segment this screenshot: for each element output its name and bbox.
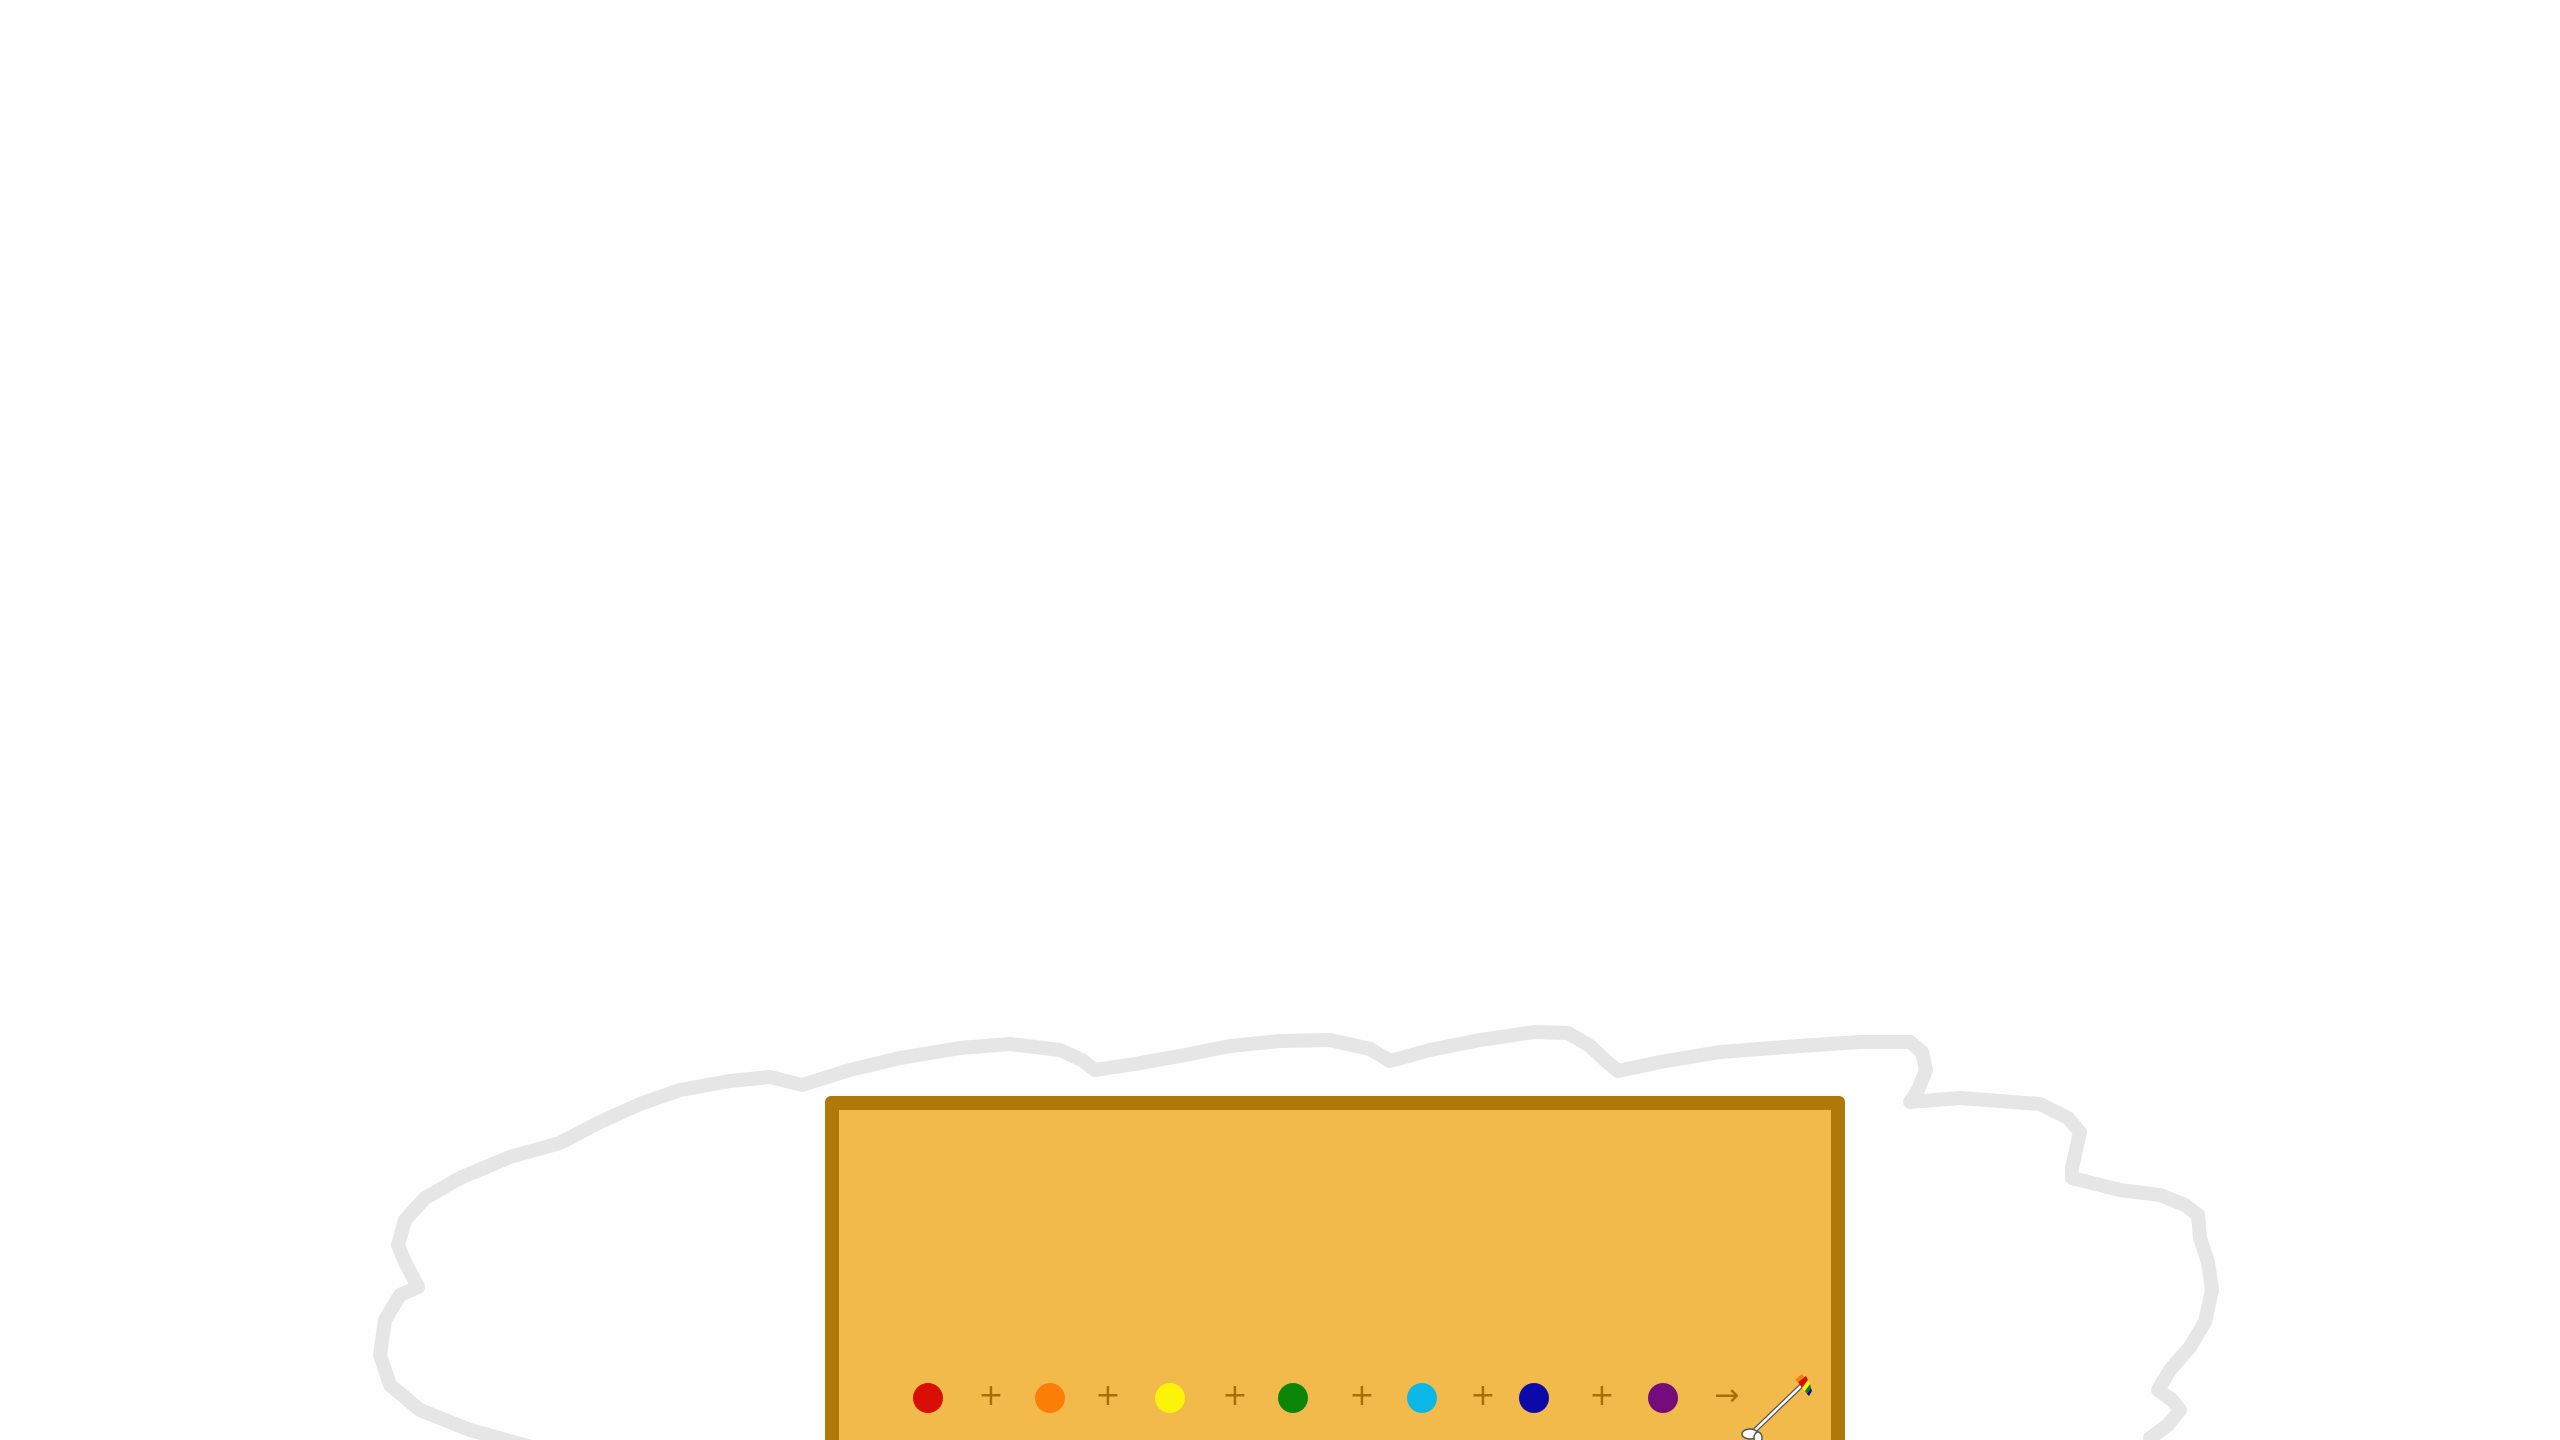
red-paint-drop[interactable] [913, 1383, 943, 1413]
purple-paint-drop[interactable] [1648, 1383, 1678, 1413]
plus-sign: + [1095, 1378, 1121, 1413]
plus-sign: + [1470, 1378, 1496, 1413]
green-paint-drop[interactable] [1278, 1383, 1308, 1413]
orange-paint-drop[interactable] [1035, 1383, 1065, 1413]
arrow-icon: → [1714, 1378, 1740, 1413]
recipe-board [825, 1096, 1845, 1440]
cyan-paint-drop[interactable] [1407, 1383, 1437, 1413]
plus-sign: + [978, 1378, 1004, 1413]
plus-sign: + [1589, 1378, 1615, 1413]
plus-sign: + [1349, 1378, 1375, 1413]
color-recipe: + + + + + + → [0, 1368, 2560, 1428]
rainbow-wand-icon[interactable] [1740, 1370, 1820, 1440]
plus-sign: + [1222, 1378, 1248, 1413]
yellow-paint-drop[interactable] [1155, 1383, 1185, 1413]
blue-paint-drop[interactable] [1519, 1383, 1549, 1413]
